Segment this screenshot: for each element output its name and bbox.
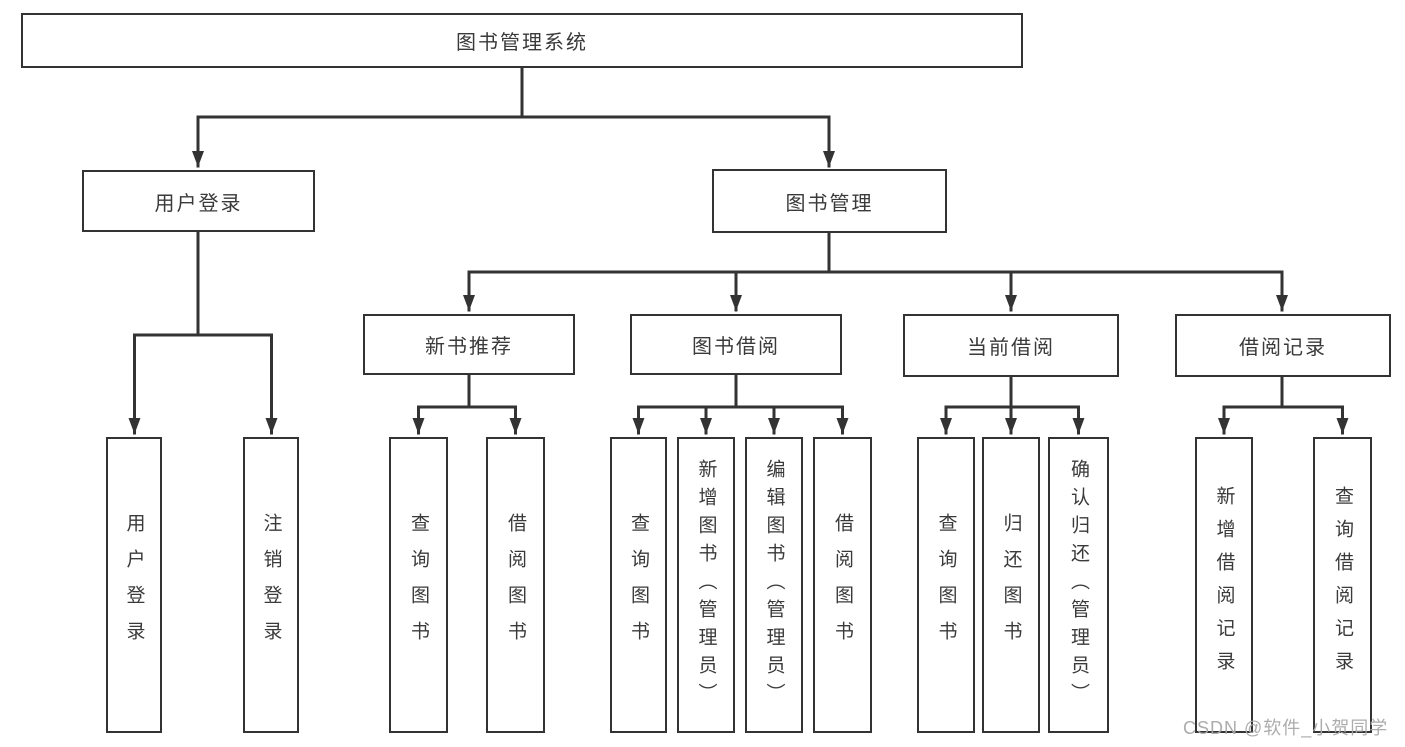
- node-leaf-query-book-1: 查询图书: [389, 437, 448, 733]
- node-leaf-borrow-book-2: 借阅图书: [813, 437, 872, 733]
- leaf-label: 归还图书: [1000, 513, 1022, 657]
- leaf-label: 查询借阅记录: [1332, 486, 1353, 684]
- node-new-book-recommend: 新书推荐: [363, 314, 575, 375]
- leaf-label: 编辑图书（管理员）: [763, 459, 785, 711]
- node-leaf-query-book-3: 查询图书: [917, 437, 975, 733]
- node-leaf-borrow-book-1: 借阅图书: [486, 437, 545, 733]
- node-user-login: 用户登录: [82, 170, 315, 232]
- node-book-borrow: 图书借阅: [630, 314, 842, 375]
- csdn-watermark: CSDN @软件_小贺同学: [1183, 718, 1389, 738]
- leaf-label: 查询图书: [935, 513, 957, 657]
- leaf-label: 查询图书: [408, 513, 429, 657]
- node-leaf-add-borrow-record: 新增借阅记录: [1195, 437, 1253, 733]
- node-leaf-confirm-return-admin: 确认归还（管理员）: [1048, 437, 1109, 733]
- node-leaf-query-borrow-record: 查询借阅记录: [1313, 437, 1372, 733]
- leaf-label: 确认归还（管理员）: [1068, 459, 1089, 711]
- node-leaf-edit-book-admin: 编辑图书（管理员）: [745, 437, 803, 733]
- leaf-label: 新增图书（管理员）: [695, 459, 717, 711]
- leaf-label: 查询图书: [628, 513, 649, 657]
- leaf-label: 注销登录: [260, 513, 282, 657]
- node-leaf-logout: 注销登录: [243, 437, 299, 733]
- node-borrow-records: 借阅记录: [1175, 314, 1391, 377]
- node-leaf-user-login: 用户登录: [106, 437, 162, 733]
- leaf-label: 用户登录: [123, 513, 145, 657]
- leaf-label: 借阅图书: [505, 513, 526, 657]
- leaf-label: 新增借阅记录: [1213, 486, 1235, 684]
- leaf-label: 借阅图书: [832, 513, 853, 657]
- node-leaf-return-book: 归还图书: [982, 437, 1040, 733]
- node-root-library-system: 图书管理系统: [21, 13, 1023, 68]
- node-leaf-query-book-2: 查询图书: [610, 437, 667, 733]
- node-leaf-add-book-admin: 新增图书（管理员）: [677, 437, 735, 733]
- node-current-borrow: 当前借阅: [903, 314, 1119, 377]
- node-book-management: 图书管理: [712, 169, 947, 233]
